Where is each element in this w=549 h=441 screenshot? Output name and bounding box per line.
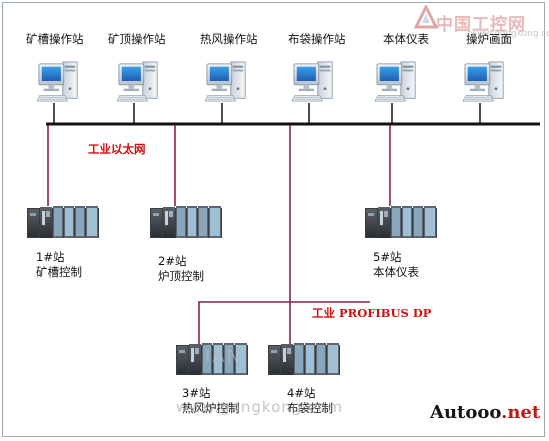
profibus-label: 工业 PROFIBUS DP	[312, 306, 432, 320]
workstation-5-label: 本体仪表	[383, 32, 429, 46]
watermark-autooo: Autooo.net	[430, 402, 540, 423]
plc-station-2-icon	[150, 206, 222, 238]
plc-station-5-icon	[365, 206, 437, 238]
watermark-center: www.gongkong.com	[176, 398, 344, 416]
plc-station-1-icon	[27, 206, 99, 238]
workstation-1-icon	[36, 61, 78, 102]
workstation-4-label: 布袋操作站	[288, 32, 346, 46]
station-4-number: 4#站	[287, 386, 316, 400]
watermark-autooo-main: Autooo	[430, 402, 502, 423]
station-1-name: 矿槽控制	[36, 265, 82, 279]
workstation-6-icon	[462, 61, 504, 102]
workstation-1-label: 矿槽操作站	[26, 32, 84, 46]
station-5-label: 5#站 本体仪表	[373, 250, 419, 280]
watermark-center-top: IAN	[205, 346, 243, 367]
plc-station-4-icon	[268, 343, 340, 375]
station-2-name: 炉顶控制	[158, 269, 204, 283]
station-4-name: 布袋控制	[287, 401, 333, 415]
station-5-number: 5#站	[373, 250, 402, 264]
station-4-label: 4#站 布袋控制	[287, 386, 333, 416]
station-1-number: 1#站	[36, 250, 65, 264]
workstation-3-label: 热风操作站	[200, 32, 258, 46]
watermark-gongkong-cn: 中国工控网	[436, 15, 526, 35]
diagram-frame	[2, 2, 545, 437]
station-5-name: 本体仪表	[373, 265, 419, 279]
ethernet-drops	[47, 125, 391, 344]
workstation-drops	[53, 103, 481, 123]
station-2-label: 2#站 炉顶控制	[158, 254, 204, 284]
station-3-number: 3#站	[182, 386, 211, 400]
station-1-label: 1#站 矿槽控制	[36, 250, 82, 280]
station-2-number: 2#站	[158, 254, 187, 268]
workstation-3-icon	[204, 61, 246, 102]
workstation-6-label: 操炉画面	[466, 32, 512, 46]
station-3-label: 3#站 热风炉控制	[182, 386, 240, 416]
workstation-5-icon	[374, 61, 416, 102]
ethernet-label: 工业以太网	[88, 142, 146, 156]
workstation-2-icon	[116, 61, 158, 102]
watermark-gongkong-en: www.gongkong.com	[470, 29, 549, 39]
gongkong-logo-icon	[414, 5, 438, 29]
workstation-2-label: 矿顶操作站	[108, 32, 166, 46]
watermark-autooo-suffix: .net	[501, 402, 541, 423]
station-3-name: 热风炉控制	[182, 401, 240, 415]
workstation-4-icon	[291, 61, 333, 102]
